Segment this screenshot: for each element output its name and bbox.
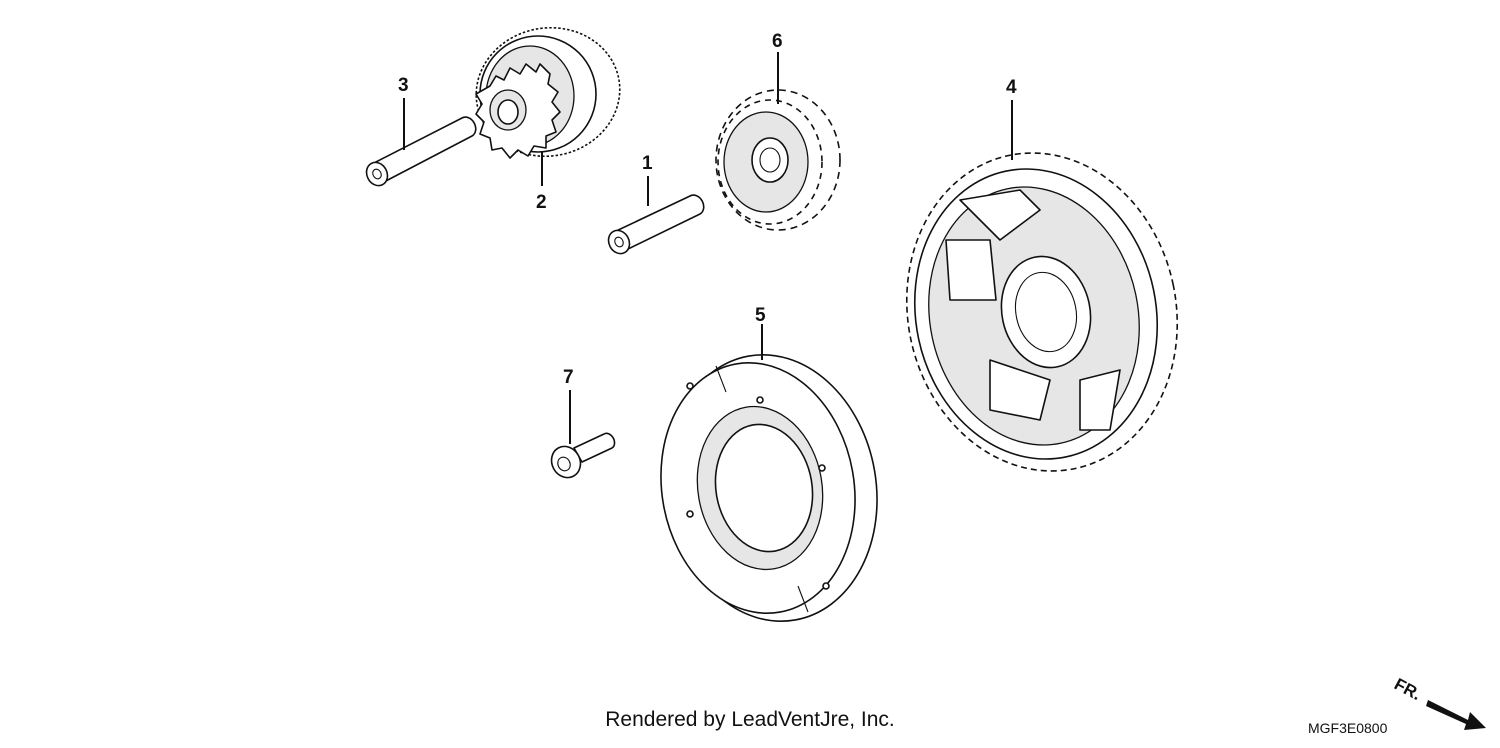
part-6-idle-gear [715,89,841,231]
part-5-one-way-clutch [660,354,878,622]
part-3-pin [365,116,477,187]
part-4-driven-gear [905,152,1179,472]
credit-text: Rendered by LeadVentJre, Inc. [605,708,895,731]
front-direction-arrow-icon: FR. [1391,675,1486,730]
diagram-code: MGF3E0800 [1308,720,1388,736]
direction-label: FR. [1391,675,1424,705]
callout-7: 7 [563,367,574,388]
callout-1: 1 [642,153,653,174]
callout-6: 6 [772,31,783,52]
part-1-pin [607,194,705,255]
callout-5: 5 [755,305,766,326]
callout-4: 4 [1006,77,1017,98]
part-7-bolt [550,432,616,479]
callout-2: 2 [536,192,547,213]
callout-3: 3 [398,75,409,96]
part-2-reduction-gear [475,26,621,159]
